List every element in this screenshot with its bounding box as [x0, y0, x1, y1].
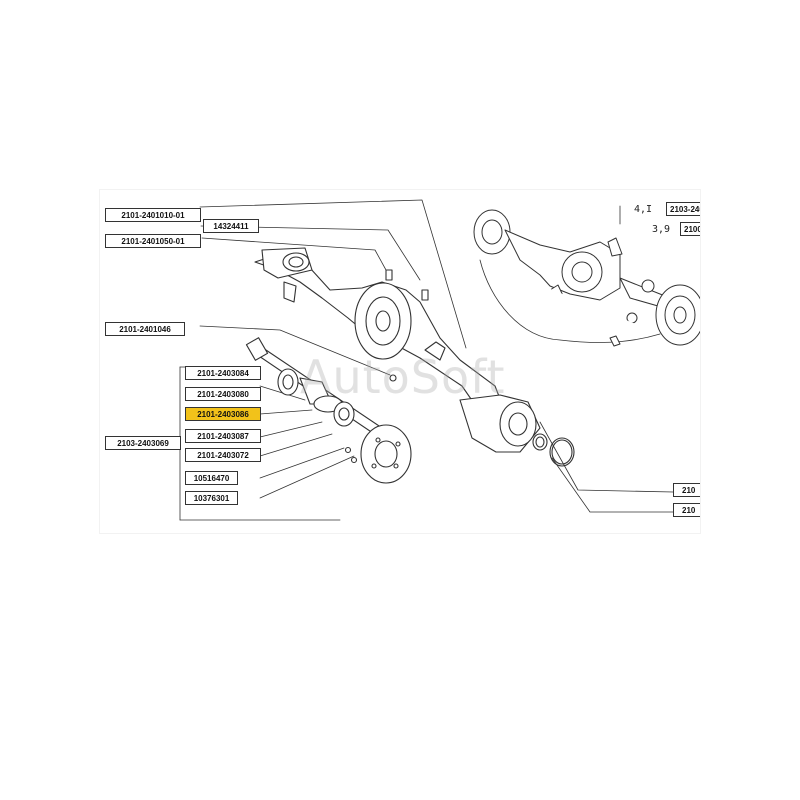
part-label-2101-2403086-selected[interactable]: 2101-2403086 [185, 407, 261, 421]
part-label-210-truncated-2[interactable]: 210 [673, 503, 700, 517]
part-label-2101-2401046[interactable]: 2101-2401046 [105, 322, 185, 336]
part-label-2103-240-truncated[interactable]: 2103-240 [666, 202, 700, 216]
part-label-2101-2403087[interactable]: 2101-2403087 [185, 429, 261, 443]
axle-housing [254, 247, 541, 453]
part-label-210-truncated-1[interactable]: 210 [673, 483, 700, 497]
part-label-2101-2403084[interactable]: 2101-2403084 [185, 366, 261, 380]
part-label-14324411[interactable]: 14324411 [203, 219, 259, 233]
part-label-10516470[interactable]: 10516470 [185, 471, 238, 485]
part-label-2100-truncated[interactable]: 2100 [680, 222, 700, 236]
part-label-2101-2403080[interactable]: 2101-2403080 [185, 387, 261, 401]
parts-diagram: AutoSoft 2101-2401010-01 14324411 2101-2… [100, 190, 700, 533]
part-label-group-2103-2403069[interactable]: 2103-2403069 [105, 436, 181, 450]
half-shaft [245, 337, 412, 484]
ratio-top: 4,I [634, 204, 653, 215]
gasket-rings [532, 433, 575, 467]
ratio-bottom: 3,9 [652, 224, 671, 235]
part-label-10376301[interactable]: 10376301 [185, 491, 238, 505]
secondary-axle-assembly [473, 209, 700, 347]
axle-drawing [179, 199, 700, 521]
part-label-2101-2403072[interactable]: 2101-2403072 [185, 448, 261, 462]
part-label-2101-2401050-01[interactable]: 2101-2401050-01 [105, 234, 201, 248]
part-label-2101-2401010-01[interactable]: 2101-2401010-01 [105, 208, 201, 222]
